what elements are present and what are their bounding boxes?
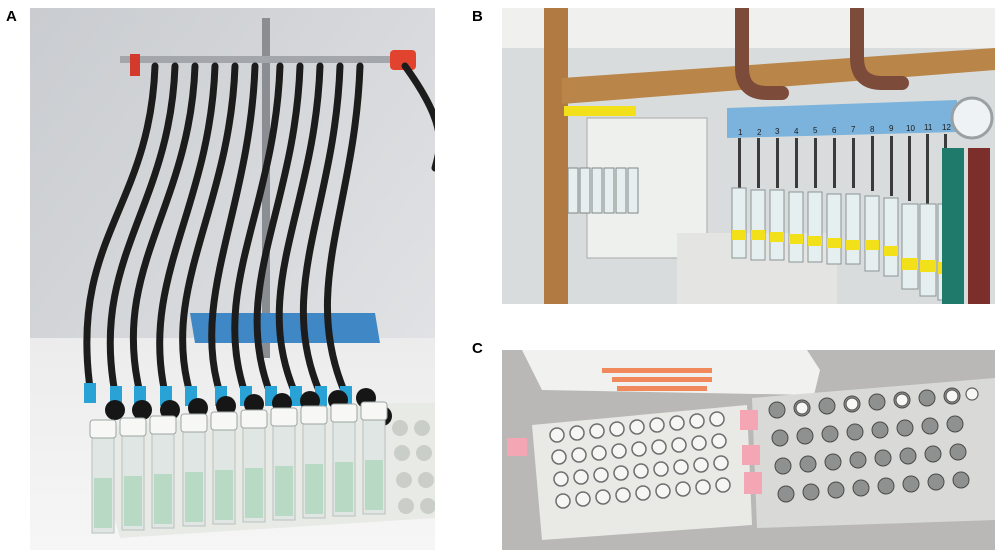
photo-panel-c (502, 350, 995, 550)
tag-t3 (742, 445, 760, 465)
hanging-vials-left (567, 167, 639, 214)
valve-red-left (130, 54, 140, 76)
manifold-bar (727, 100, 957, 138)
manifold-number: 12 (942, 123, 951, 132)
photo-c-scene (502, 350, 995, 550)
panel-label-a: A (6, 8, 17, 25)
tags (507, 410, 762, 494)
panel-label-b: B (472, 8, 483, 25)
stand-base (190, 313, 380, 343)
vials-front (89, 401, 388, 534)
manifold-number: 11 (924, 123, 933, 132)
tag-t4 (744, 472, 762, 494)
porthole-window (950, 96, 994, 140)
stand-pole (262, 18, 270, 358)
manifold-number: 1 (738, 128, 743, 137)
tubing-group (83, 62, 435, 397)
manifold-number: 8 (870, 125, 875, 134)
tape-strip (612, 377, 712, 382)
tape-strip (602, 368, 712, 373)
panel-label-c: C (472, 340, 483, 357)
photo-panel-a (30, 8, 435, 550)
manifold-number: 3 (775, 127, 780, 136)
manifold-left-tape (564, 106, 636, 116)
manifold-number: 4 (794, 127, 799, 136)
manifold-crossbar (120, 56, 410, 63)
manifold-number: 9 (889, 124, 894, 133)
gas-cylinder-green (942, 148, 964, 304)
photo-panel-b: 1 2 3 4 5 6 7 8 9 10 11 12 (502, 8, 995, 304)
vial-caps-right-top (795, 387, 979, 415)
tag-t2 (740, 410, 758, 430)
clamp-red-right (390, 50, 416, 70)
rack-holes (392, 420, 435, 514)
manifold-number: 6 (832, 126, 837, 135)
exhaust-pipes (735, 8, 909, 100)
manifold-number: 5 (813, 126, 818, 135)
hanging-vials-right (731, 134, 957, 301)
manifold-number: 10 (906, 124, 915, 133)
manifold-number: 7 (851, 125, 856, 134)
manifold-numbers: 1 2 3 4 5 6 7 8 9 10 11 12 (738, 123, 951, 137)
wooden-post (544, 8, 568, 304)
gas-cylinder-red (968, 148, 990, 304)
wooden-beam (562, 48, 995, 104)
vial-caps-left (549, 411, 731, 509)
photo-a-scene (30, 8, 435, 550)
manifold-number: 2 (757, 128, 762, 137)
tape-strip (617, 386, 707, 391)
tag-t1 (507, 438, 527, 456)
photo-b-scene: 1 2 3 4 5 6 7 8 9 10 11 12 (502, 8, 995, 304)
